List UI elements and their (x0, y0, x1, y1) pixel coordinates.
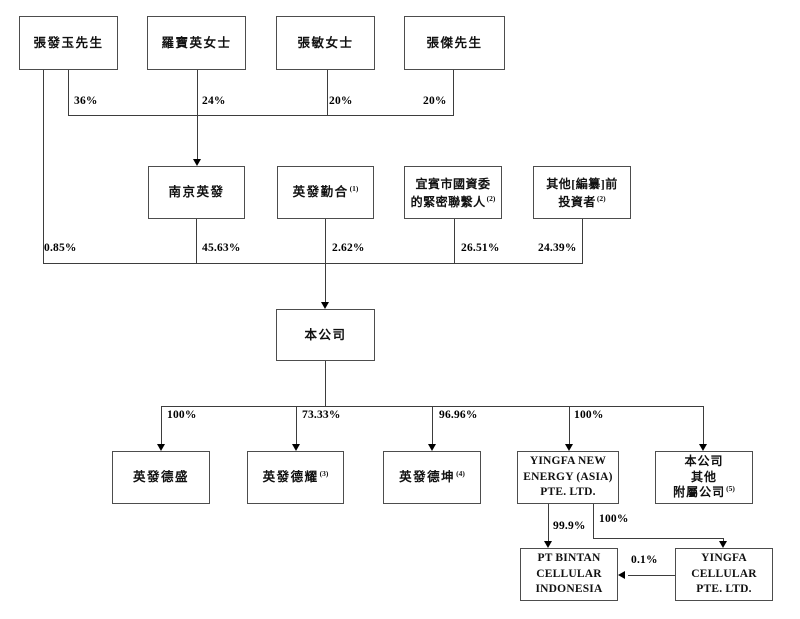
node-other-subsidiaries-line2: 其他 (690, 469, 717, 484)
connector-yibin-drop (454, 219, 455, 263)
footnote-marker-4: (4) (456, 468, 465, 478)
node-yingfa-cellular: YINGFA CELLULAR PTE. LTD. (675, 548, 773, 601)
percent-label-4563: 45.63% (202, 242, 241, 254)
node-yingfa-new-energy-line1: YINGFA NEW (529, 455, 607, 468)
arrow-into-pt-bintan (544, 541, 552, 548)
percent-label-24: 24% (202, 95, 226, 107)
arrow-into-othersubs (699, 444, 707, 451)
connector-desheng-drop (161, 406, 162, 444)
percent-label-100a: 100% (167, 409, 197, 421)
footnote-marker-5: (5) (726, 484, 735, 494)
percent-label-20b: 20% (423, 95, 447, 107)
connector-zhangmin-drop (327, 70, 328, 115)
connector-dekun-drop (432, 406, 433, 444)
percent-label-2651: 26.51% (461, 242, 500, 254)
percent-label-01: 0.1% (631, 554, 658, 566)
node-nanjing-yingfa-label: 南京英發 (168, 185, 225, 199)
connector-cellular-horizontal (593, 538, 724, 539)
connector-cellular-to-bintan (628, 575, 675, 576)
connector-qinhe-drop-trunk (325, 219, 326, 302)
connector-newenergy-drop (569, 406, 570, 444)
connector-zhangfayu-direct (43, 70, 44, 263)
node-yingfa-cellular-line2: CELLULAR (691, 567, 757, 580)
percent-label-20a: 20% (329, 95, 353, 107)
footnote-marker-3: (3) (319, 468, 329, 478)
connector-company-bus (43, 263, 583, 264)
connector-bintan-drop (548, 504, 549, 541)
node-pt-bintan: PT BINTAN CELLULAR INDONESIA (520, 548, 618, 601)
footnote-marker-1: (1) (349, 183, 359, 193)
node-yingfa-cellular-line3: PTE. LTD. (696, 583, 752, 596)
node-yingfa-cellular-line1: YINGFA (701, 552, 747, 565)
node-nanjing-yingfa: 南京英發 (148, 166, 245, 219)
node-yingfa-qinhe: 英發勤合(1) (277, 166, 374, 219)
connector-founders-bus (68, 115, 454, 116)
node-yingfa-desheng-label: 英發德盛 (132, 470, 189, 484)
node-zhang-fayu: 張發玉先生 (19, 16, 118, 70)
node-yingfa-new-energy-line2: ENERGY (ASIA) (523, 470, 613, 483)
arrow-into-desheng (157, 444, 165, 451)
node-luo-baoying-label: 羅寶英女士 (161, 35, 232, 50)
percent-label-7333: 73.33% (302, 409, 341, 421)
connector-zhangjie-drop (453, 70, 454, 115)
node-pt-bintan-line1: PT BINTAN (537, 552, 601, 565)
node-yingfa-new-energy: YINGFA NEW ENERGY (ASIA) PTE. LTD. (517, 451, 619, 504)
arrow-into-yingfa-cellular (719, 541, 727, 548)
node-yingfa-deyao-label: 英發德耀(3) (262, 468, 329, 484)
node-yingfa-desheng: 英發德盛 (112, 451, 210, 504)
connector-company-trunk (325, 361, 326, 406)
percent-label-262: 2.62% (332, 242, 365, 254)
node-yibin-contacts: 宜賓市國資委 的緊密聯繫人(2) (404, 166, 502, 219)
arrow-into-deyao (292, 444, 300, 451)
arrow-into-company (321, 302, 329, 309)
footnote-marker-2: (2) (486, 193, 496, 203)
connector-luobaoying-drop (197, 70, 198, 159)
node-yingfa-new-energy-line3: PTE. LTD. (540, 486, 596, 499)
percent-label-2439: 24.39% (538, 242, 577, 254)
percent-label-100c: 100% (599, 513, 629, 525)
connector-cellular-drop2 (723, 538, 724, 542)
connector-othersubs-drop (703, 406, 704, 444)
node-yingfa-dekun: 英發德坤(4) (383, 451, 481, 504)
node-zhang-fayu-label: 張發玉先生 (33, 35, 104, 50)
node-other-pre-investors-line1: 其他[編纂]前 (546, 176, 618, 191)
node-other-subsidiaries-line3: 附屬公司(5) (673, 484, 735, 500)
node-pt-bintan-line3: INDONESIA (535, 583, 603, 596)
node-yingfa-dekun-label: 英發德坤(4) (399, 468, 465, 484)
node-yibin-contacts-line2: 的緊密聯繫人(2) (410, 193, 496, 209)
connector-deyao-drop (296, 406, 297, 444)
node-zhang-min-label: 張敏女士 (297, 35, 354, 50)
node-other-pre-investors-line2: 投資者(2) (558, 193, 606, 209)
arrow-into-dekun (428, 444, 436, 451)
node-zhang-jie-label: 張傑先生 (426, 35, 483, 50)
percent-label-9696: 96.96% (439, 409, 478, 421)
node-zhang-jie: 張傑先生 (404, 16, 505, 70)
percent-label-999: 99.9% (553, 520, 586, 532)
percent-label-36: 36% (74, 95, 98, 107)
node-yingfa-qinhe-label: 英發勤合(1) (292, 183, 359, 199)
arrow-into-newenergy (565, 444, 573, 451)
node-company: 本公司 (276, 309, 375, 361)
arrow-into-pt-bintan-left (618, 571, 625, 579)
node-other-pre-investors: 其他[編纂]前 投資者(2) (533, 166, 631, 219)
percent-label-100b: 100% (574, 409, 604, 421)
node-other-subsidiaries: 本公司 其他 附屬公司(5) (655, 451, 753, 504)
node-zhang-min: 張敏女士 (276, 16, 375, 70)
node-other-subsidiaries-line1: 本公司 (684, 454, 724, 469)
node-luo-baoying: 羅寶英女士 (147, 16, 246, 70)
connector-nanjing-drop (196, 219, 197, 263)
node-yingfa-deyao: 英發德耀(3) (247, 451, 344, 504)
footnote-marker-2b: (2) (596, 193, 606, 203)
node-yibin-contacts-line1: 宜賓市國資委 (415, 176, 491, 191)
node-pt-bintan-line2: CELLULAR (536, 567, 602, 580)
percent-label-085: 0.85% (44, 242, 77, 254)
connector-investors-drop (582, 219, 583, 263)
node-company-label: 本公司 (304, 327, 347, 342)
connector-cellular-drop1 (593, 504, 594, 539)
connector-zhangfayu-drop (68, 70, 69, 115)
arrow-into-nanjing-yingfa (193, 159, 201, 166)
